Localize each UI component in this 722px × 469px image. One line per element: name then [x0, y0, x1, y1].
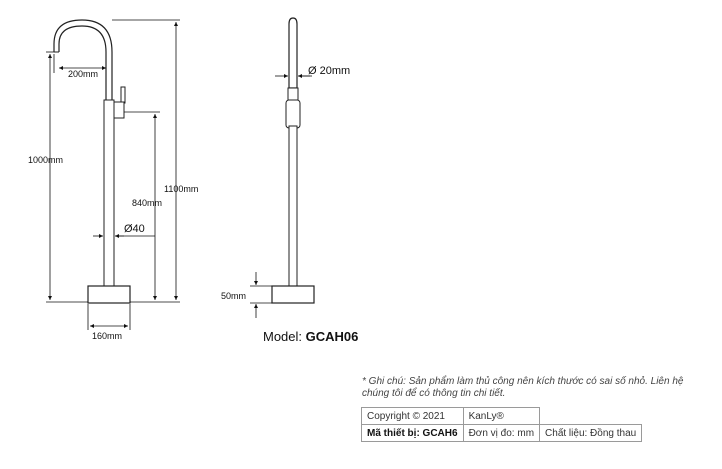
unit-cell: Đơn vị đo: mm [462, 424, 541, 442]
device-code-cell: Mã thiết bị: GCAH6 [361, 424, 464, 442]
dim-total-height-right: 1100mm [164, 184, 198, 194]
main-pipe [103, 99, 115, 287]
spout-inner [58, 25, 107, 100]
dim-spout-reach: 200mm [68, 69, 98, 79]
front-view [53, 19, 131, 304]
brand-cell: KanLy® [462, 407, 541, 425]
model-label: Model: [263, 329, 306, 344]
side-base [271, 285, 315, 304]
base-block [87, 285, 131, 304]
info-row-2: Mã thiết bị: GCAH6 Đơn vị đo: mm Chất li… [361, 424, 643, 442]
dim-total-height-left: 1000mm [28, 155, 63, 165]
dim-body-height: 840mm [132, 198, 162, 208]
dim-side-diameter: Ø 20mm [308, 65, 350, 77]
model-caption: Model: GCAH06 [263, 329, 358, 344]
dim-base-height: 50mm [221, 291, 246, 301]
info-table: Copyright © 2021 KanLy® Mã thiết bị: GCA… [361, 407, 643, 442]
side-view [271, 17, 315, 304]
side-mixer [287, 87, 299, 101]
dim-base-width: 160mm [92, 331, 122, 341]
info-row-1: Copyright © 2021 KanLy® [361, 407, 642, 425]
material-cell: Chất liệu: Đồng thau [539, 424, 643, 442]
side-dimensions [250, 74, 312, 318]
dim-pipe-diameter: Ø40 [124, 223, 145, 235]
side-handle [285, 99, 301, 129]
spout-outer [53, 19, 113, 100]
empty-cell [539, 407, 642, 425]
handle-lever [120, 86, 126, 104]
model-code: GCAH06 [306, 329, 359, 344]
copyright-cell: Copyright © 2021 [361, 407, 464, 425]
front-dimensions [46, 19, 180, 330]
footnote: * Ghi chú: Sản phẩm làm thủ công nên kíc… [362, 376, 684, 399]
side-spout [288, 17, 298, 89]
side-pipe [288, 125, 298, 287]
